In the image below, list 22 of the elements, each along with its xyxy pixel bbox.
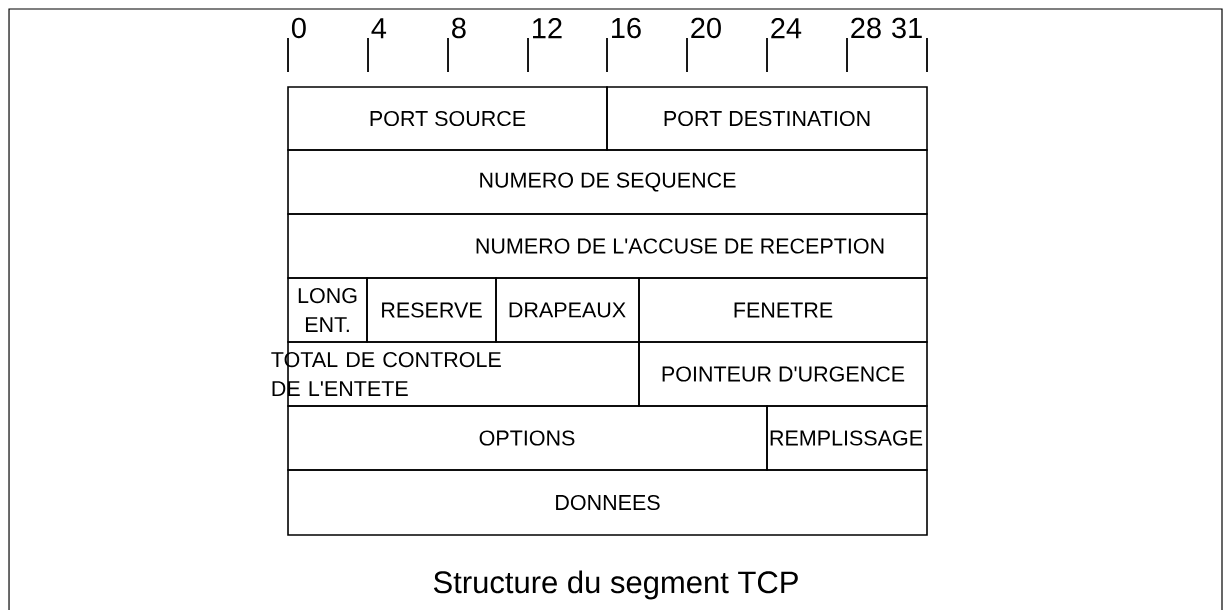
bit-number: 4 bbox=[371, 18, 387, 39]
bit-number: 8 bbox=[452, 17, 466, 39]
field-box: PORT DESTINATION bbox=[606, 86, 928, 151]
field-box: NUMERO DE L'ACCUSE DE RECEPTION bbox=[287, 213, 928, 279]
bit-number: 0 bbox=[291, 17, 306, 39]
bit-number: 16 bbox=[612, 17, 641, 39]
field-box: POINTEUR D'URGENCE bbox=[638, 341, 928, 407]
caption: Structure du segment TCP bbox=[433, 570, 798, 600]
bit-number: 31 bbox=[892, 17, 922, 39]
field-box: RESERVE bbox=[366, 277, 497, 343]
field-box: OPTIONS bbox=[287, 405, 768, 471]
field-box: DONNEES bbox=[287, 469, 928, 536]
bit-number: 28 bbox=[851, 17, 881, 39]
bit-number: 24 bbox=[771, 17, 802, 39]
field-box: FENETRE bbox=[638, 277, 928, 343]
bit-number: 12 bbox=[533, 17, 562, 39]
field-box: LONG ENT. bbox=[287, 277, 368, 343]
field-box: PORT SOURCE bbox=[287, 86, 608, 151]
bit-number: 20 bbox=[691, 17, 721, 39]
field-box: DRAPEAUX bbox=[495, 277, 640, 343]
field-box: REMPLISSAGE bbox=[766, 405, 928, 471]
field-box: NUMERO DE SEQUENCE bbox=[287, 149, 928, 215]
